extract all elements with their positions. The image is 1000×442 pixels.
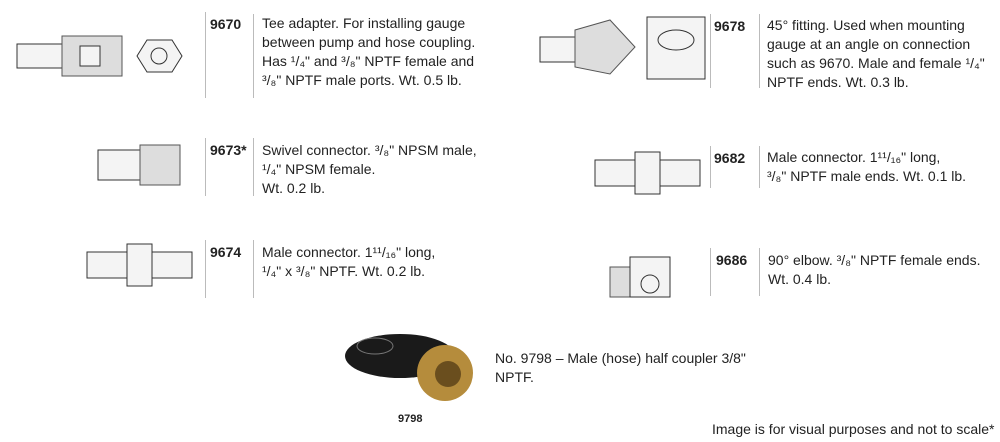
part-description: 90° elbow. ³/₈" NPTF female ends. Wt. 0.… <box>768 252 981 287</box>
part-number: 9686 <box>716 252 748 268</box>
divider <box>205 12 206 98</box>
part-description: Male connector. 1¹¹/₁₆" long, ³/₈" NPTF … <box>767 149 967 184</box>
divider <box>710 14 711 88</box>
part-number: 9674 <box>210 244 242 260</box>
scale-disclaimer: Image is for visual purposes and not to … <box>712 421 995 437</box>
90-degree-elbow-drawing <box>609 256 671 298</box>
part-number: 9670 <box>210 16 242 32</box>
divider <box>205 240 206 298</box>
divider <box>759 248 760 296</box>
part-description: Male connector. 1¹¹/₁₆" long, ¹/₄" x ³/₈… <box>262 244 436 279</box>
divider <box>205 138 206 196</box>
divider <box>759 14 760 88</box>
part-description: 45° fitting. Used when mounting gauge at… <box>767 17 985 90</box>
part-description: Swivel connector. ³/₈" NPSM male, ¹/₄" N… <box>262 142 477 196</box>
divider <box>710 248 711 296</box>
swivel-connector-drawing <box>97 144 181 186</box>
divider <box>759 146 760 188</box>
divider <box>710 146 711 188</box>
45-degree-fitting-drawing <box>539 16 706 80</box>
part-number: 9678 <box>714 18 746 34</box>
part-description: Tee adapter. For installing gauge betwee… <box>262 15 476 88</box>
male-connector-drawing <box>86 243 193 287</box>
tee-adapter-drawing <box>16 35 183 77</box>
divider <box>253 138 254 196</box>
divider <box>253 14 254 98</box>
part-number: 9682 <box>714 150 746 166</box>
coupler-description: No. 9798 – Male (hose) half coupler 3/8"… <box>495 350 746 385</box>
divider <box>253 240 254 298</box>
male-connector-drawing <box>594 151 701 195</box>
half-coupler-photo <box>345 334 473 401</box>
part-number: 9673* <box>210 142 247 158</box>
coupler-caption: 9798 <box>398 413 423 425</box>
